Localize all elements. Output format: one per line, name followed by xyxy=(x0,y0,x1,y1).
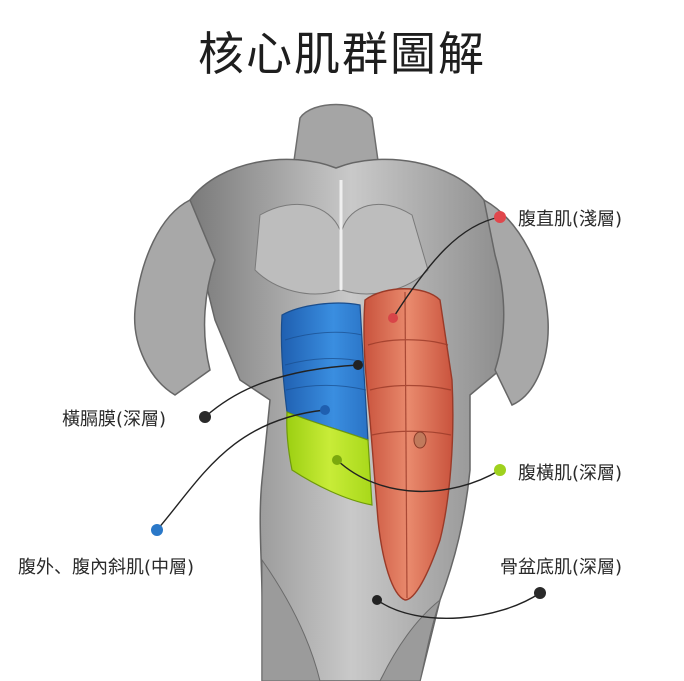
label-dot-transversus xyxy=(494,464,506,476)
anchor-dot-obliques xyxy=(320,405,330,415)
anchor-dot-diaphragm xyxy=(353,360,363,370)
leader-line-pelvic xyxy=(376,592,541,620)
label-dot-rectus xyxy=(494,211,506,223)
anchor-dot-rectus xyxy=(388,313,398,323)
leader-line-obliques xyxy=(156,409,326,531)
leader-line-transversus xyxy=(336,459,501,492)
label-pelvic-floor: 骨盆底肌(深層) xyxy=(500,557,623,578)
leader-line-rectus xyxy=(392,216,501,319)
anchor-dot-pelvic xyxy=(372,595,382,605)
page-title: 核心肌群圖解 xyxy=(198,27,486,81)
label-transversus-abdominis: 腹橫肌(深層) xyxy=(518,463,623,484)
label-dot-pelvic xyxy=(534,587,546,599)
label-dot-obliques xyxy=(151,524,163,536)
label-obliques: 腹外、腹內斜肌(中層) xyxy=(18,557,195,578)
transversus-muscle xyxy=(286,411,373,506)
label-diaphragm: 橫膈膜(深層) xyxy=(62,409,167,430)
leader-line-diaphragm xyxy=(204,364,359,418)
label-dot-diaphragm xyxy=(199,411,211,423)
anchor-dot-transversus xyxy=(332,455,342,465)
rectus-abdominis-muscle xyxy=(363,288,454,601)
label-rectus-abdominis: 腹直肌(淺層) xyxy=(518,209,623,230)
